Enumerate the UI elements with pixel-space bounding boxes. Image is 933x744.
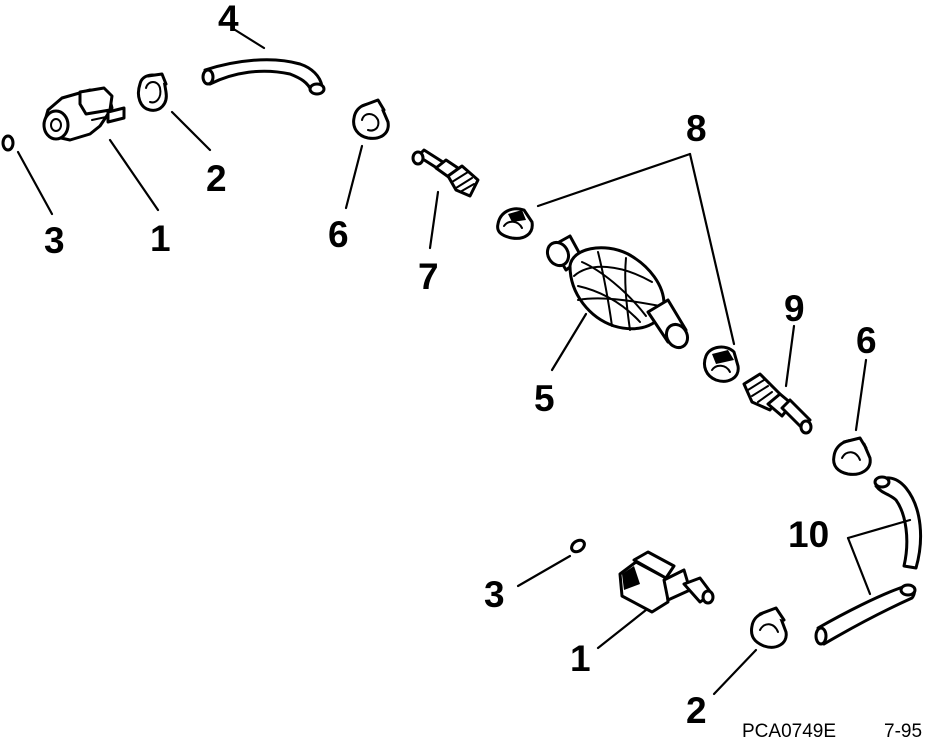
callout-9: 9 xyxy=(784,288,805,329)
callout-7: 7 xyxy=(418,256,439,297)
check-valve-lower xyxy=(742,372,813,435)
callout-6-upper: 6 xyxy=(328,214,349,255)
callout-8: 8 xyxy=(686,108,707,149)
hose-clamp-lower xyxy=(750,606,788,649)
fuel-connector-upper xyxy=(42,86,126,142)
figure-code: PCA0749E xyxy=(742,721,837,742)
callout-3-upper: 3 xyxy=(44,220,65,261)
hose-clamp-8-upper xyxy=(496,207,534,240)
o-ring-lower xyxy=(570,538,586,554)
o-ring-upper xyxy=(1,134,15,152)
figure-date: 7-95 xyxy=(884,721,923,742)
hose-clamp-lower-right xyxy=(832,436,872,476)
callout-2-lower: 2 xyxy=(686,690,707,731)
check-valve-upper xyxy=(411,148,480,198)
callout-4: 4 xyxy=(218,0,239,39)
hose-clamp-8-lower xyxy=(702,345,740,383)
hose-clamp-upper-right xyxy=(352,98,390,140)
hose-clamp-upper xyxy=(136,72,168,112)
callout-6-lower: 6 xyxy=(856,320,877,361)
callout-1-lower: 1 xyxy=(570,638,591,679)
callout-2-upper: 2 xyxy=(206,158,227,199)
fuel-hose-lower xyxy=(814,475,923,646)
callout-1-upper: 1 xyxy=(150,218,171,259)
fuel-hose-upper xyxy=(201,58,326,96)
primer-bulb xyxy=(545,234,690,350)
callout-5: 5 xyxy=(534,378,555,419)
fuel-connector-lower xyxy=(618,550,715,614)
callout-3-lower: 3 xyxy=(484,574,505,615)
leader-lines xyxy=(16,26,912,696)
callout-10: 10 xyxy=(788,514,830,555)
